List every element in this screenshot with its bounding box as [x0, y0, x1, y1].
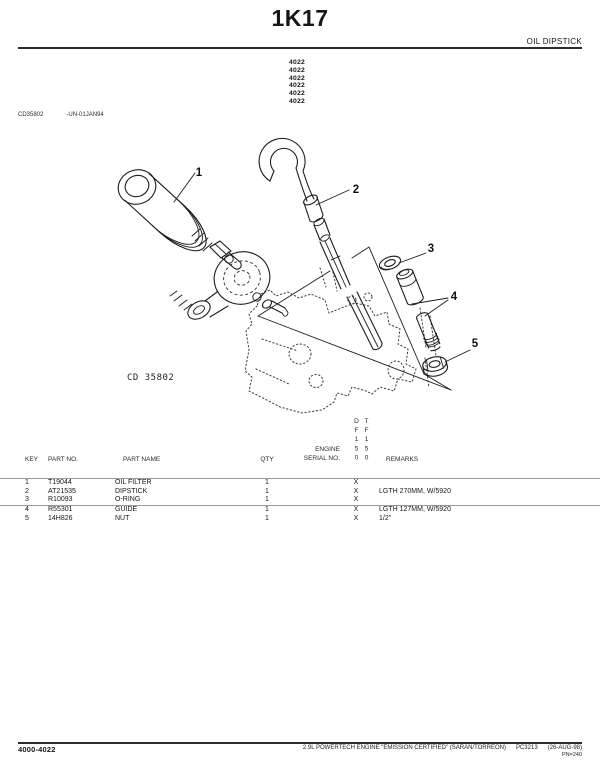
cell-key: 4: [25, 506, 29, 514]
cell-part-no: 14H826: [48, 514, 73, 522]
page-code: 4022: [289, 66, 305, 74]
col-header-remarks: REMARKS: [386, 456, 419, 463]
image-reference: CD35802 -UN-01JAN94: [18, 112, 104, 118]
footer-date: (26-AUG-98): [547, 745, 582, 751]
guide-upper-drawing: [396, 268, 424, 306]
cell-part-no: AT21535: [48, 487, 76, 495]
nut-drawing: [422, 356, 448, 377]
cell-qty: 1: [265, 487, 269, 495]
page-code: 4022: [289, 74, 305, 82]
cell-part-name: DIPSTICK: [115, 487, 148, 495]
cell-key: 2: [25, 487, 29, 495]
cell-tf150: [361, 488, 371, 497]
o-ring-drawing: [378, 255, 402, 271]
footer-right: 2.9L POWERTECH ENGINE "EMISSION CERTIFIE…: [303, 745, 582, 758]
cell-part-no: R10093: [48, 496, 73, 504]
engine-block-phantom: [244, 267, 437, 414]
cell-tf150: [361, 506, 371, 515]
page-title: 1K17: [271, 5, 329, 31]
cell-key: 1: [25, 479, 29, 486]
footer-catalog-number: PC3213: [515, 745, 538, 751]
cell-part-name: GUIDE: [115, 506, 138, 514]
filter-adapter-drawing: [169, 251, 271, 320]
col-header-qty: QTY: [260, 456, 274, 463]
cell-part-name: NUT: [115, 514, 130, 522]
table-row: 3 R10093 O-RING 1 X: [0, 496, 600, 505]
cell-part-name: O-RING: [115, 496, 141, 504]
col-header-tf150: TF150: [361, 417, 371, 464]
footer-catalog-title: 2.9L POWERTECH ENGINE "EMISSION CERTIFIE…: [302, 745, 506, 751]
footer-rule: [18, 742, 582, 744]
cell-qty: 1: [265, 496, 269, 504]
col-header-df150: DF150: [351, 417, 361, 464]
page-code: 4022: [289, 82, 305, 90]
parts-table-body: 1 T19044 OIL FILTER 1 X 2 AT21535 DIPSTI…: [0, 478, 600, 523]
cell-remarks: LGTH 127MM, W/5920: [379, 506, 451, 514]
footer-page-code: 4000-4022: [18, 745, 56, 754]
cell-key: 5: [25, 514, 29, 522]
cell-part-name: OIL FILTER: [115, 479, 152, 486]
table-row: 4 R55301 GUIDE 1 X LGTH 127MM, W/5920: [0, 505, 600, 515]
mounting-plane-outline: [257, 246, 452, 391]
cell-tf150: [361, 479, 371, 488]
table-row: 1 T19044 OIL FILTER 1 X: [0, 478, 600, 488]
oil-filter-drawing: [117, 169, 207, 252]
col-header-part-no: PART NO.: [48, 456, 78, 463]
cell-remarks: [379, 496, 582, 505]
cell-df150: X: [353, 479, 359, 486]
callout-1: 1: [196, 167, 203, 179]
cell-tf150: [361, 515, 371, 524]
footer-page-number: PN=240: [561, 752, 582, 758]
parts-table: KEY PART NO. PART NAME QTY ENGINE SERIAL…: [0, 417, 600, 523]
col-header-key: KEY: [25, 456, 39, 463]
engine-serial-line2: SERIAL NO.: [303, 455, 340, 462]
cell-key: 3: [25, 496, 29, 504]
page-code-stack: 4022 4022 4022 4022 4022 4022: [289, 59, 305, 106]
callout-5: 5: [472, 338, 479, 350]
callout-2: 2: [353, 184, 359, 196]
image-revision: -UN-01JAN94: [66, 112, 104, 118]
header-rule: [18, 47, 582, 49]
callout-4: 4: [451, 291, 458, 303]
df150-vertical-label: DF150: [353, 417, 360, 464]
exploded-view-diagram: 1 2 3 4 5 CD 35802: [0, 118, 600, 418]
dipstick-drawing: [258, 137, 383, 351]
section-title: OIL DIPSTICK: [526, 37, 582, 46]
cell-part-no: T19044: [48, 479, 72, 486]
table-row: 5 14H826 NUT 1 X 1/2": [0, 515, 600, 524]
tf150-vertical-label: TF150: [363, 417, 370, 464]
cell-remarks: [379, 479, 582, 488]
image-id: CD35802: [18, 112, 44, 118]
page-code: 4022: [289, 90, 305, 98]
cell-df150: X: [353, 496, 359, 504]
parts-table-header: KEY PART NO. PART NAME QTY ENGINE SERIAL…: [0, 417, 600, 464]
guide-lower-drawing: [416, 312, 441, 352]
callout-3: 3: [428, 243, 434, 255]
col-header-engine-serial: ENGINE SERIAL NO.: [279, 445, 345, 463]
cell-part-no: R55301: [48, 506, 73, 514]
cell-remarks: 1/2": [379, 514, 392, 522]
cell-df150: X: [353, 514, 359, 522]
cell-qty: 1: [265, 479, 269, 486]
callout-leaders: [173, 172, 471, 363]
engine-serial-line1: ENGINE: [315, 446, 340, 453]
cell-df150: X: [353, 487, 359, 495]
cell-remarks: LGTH 270MM, W/5920: [379, 487, 451, 495]
table-row: 2 AT21535 DIPSTICK 1 X LGTH 270MM, W/592…: [0, 488, 600, 497]
cell-qty: 1: [265, 506, 269, 514]
cell-qty: 1: [265, 514, 269, 522]
adapter-bolt-drawing: [261, 299, 289, 317]
page-code: 4022: [289, 97, 305, 105]
page-code: 4022: [289, 59, 305, 66]
col-header-part-name: PART NAME: [123, 456, 161, 463]
diagram-caption: CD 35802: [127, 373, 174, 383]
cell-df150: X: [353, 506, 359, 514]
cell-tf150: [361, 496, 371, 505]
